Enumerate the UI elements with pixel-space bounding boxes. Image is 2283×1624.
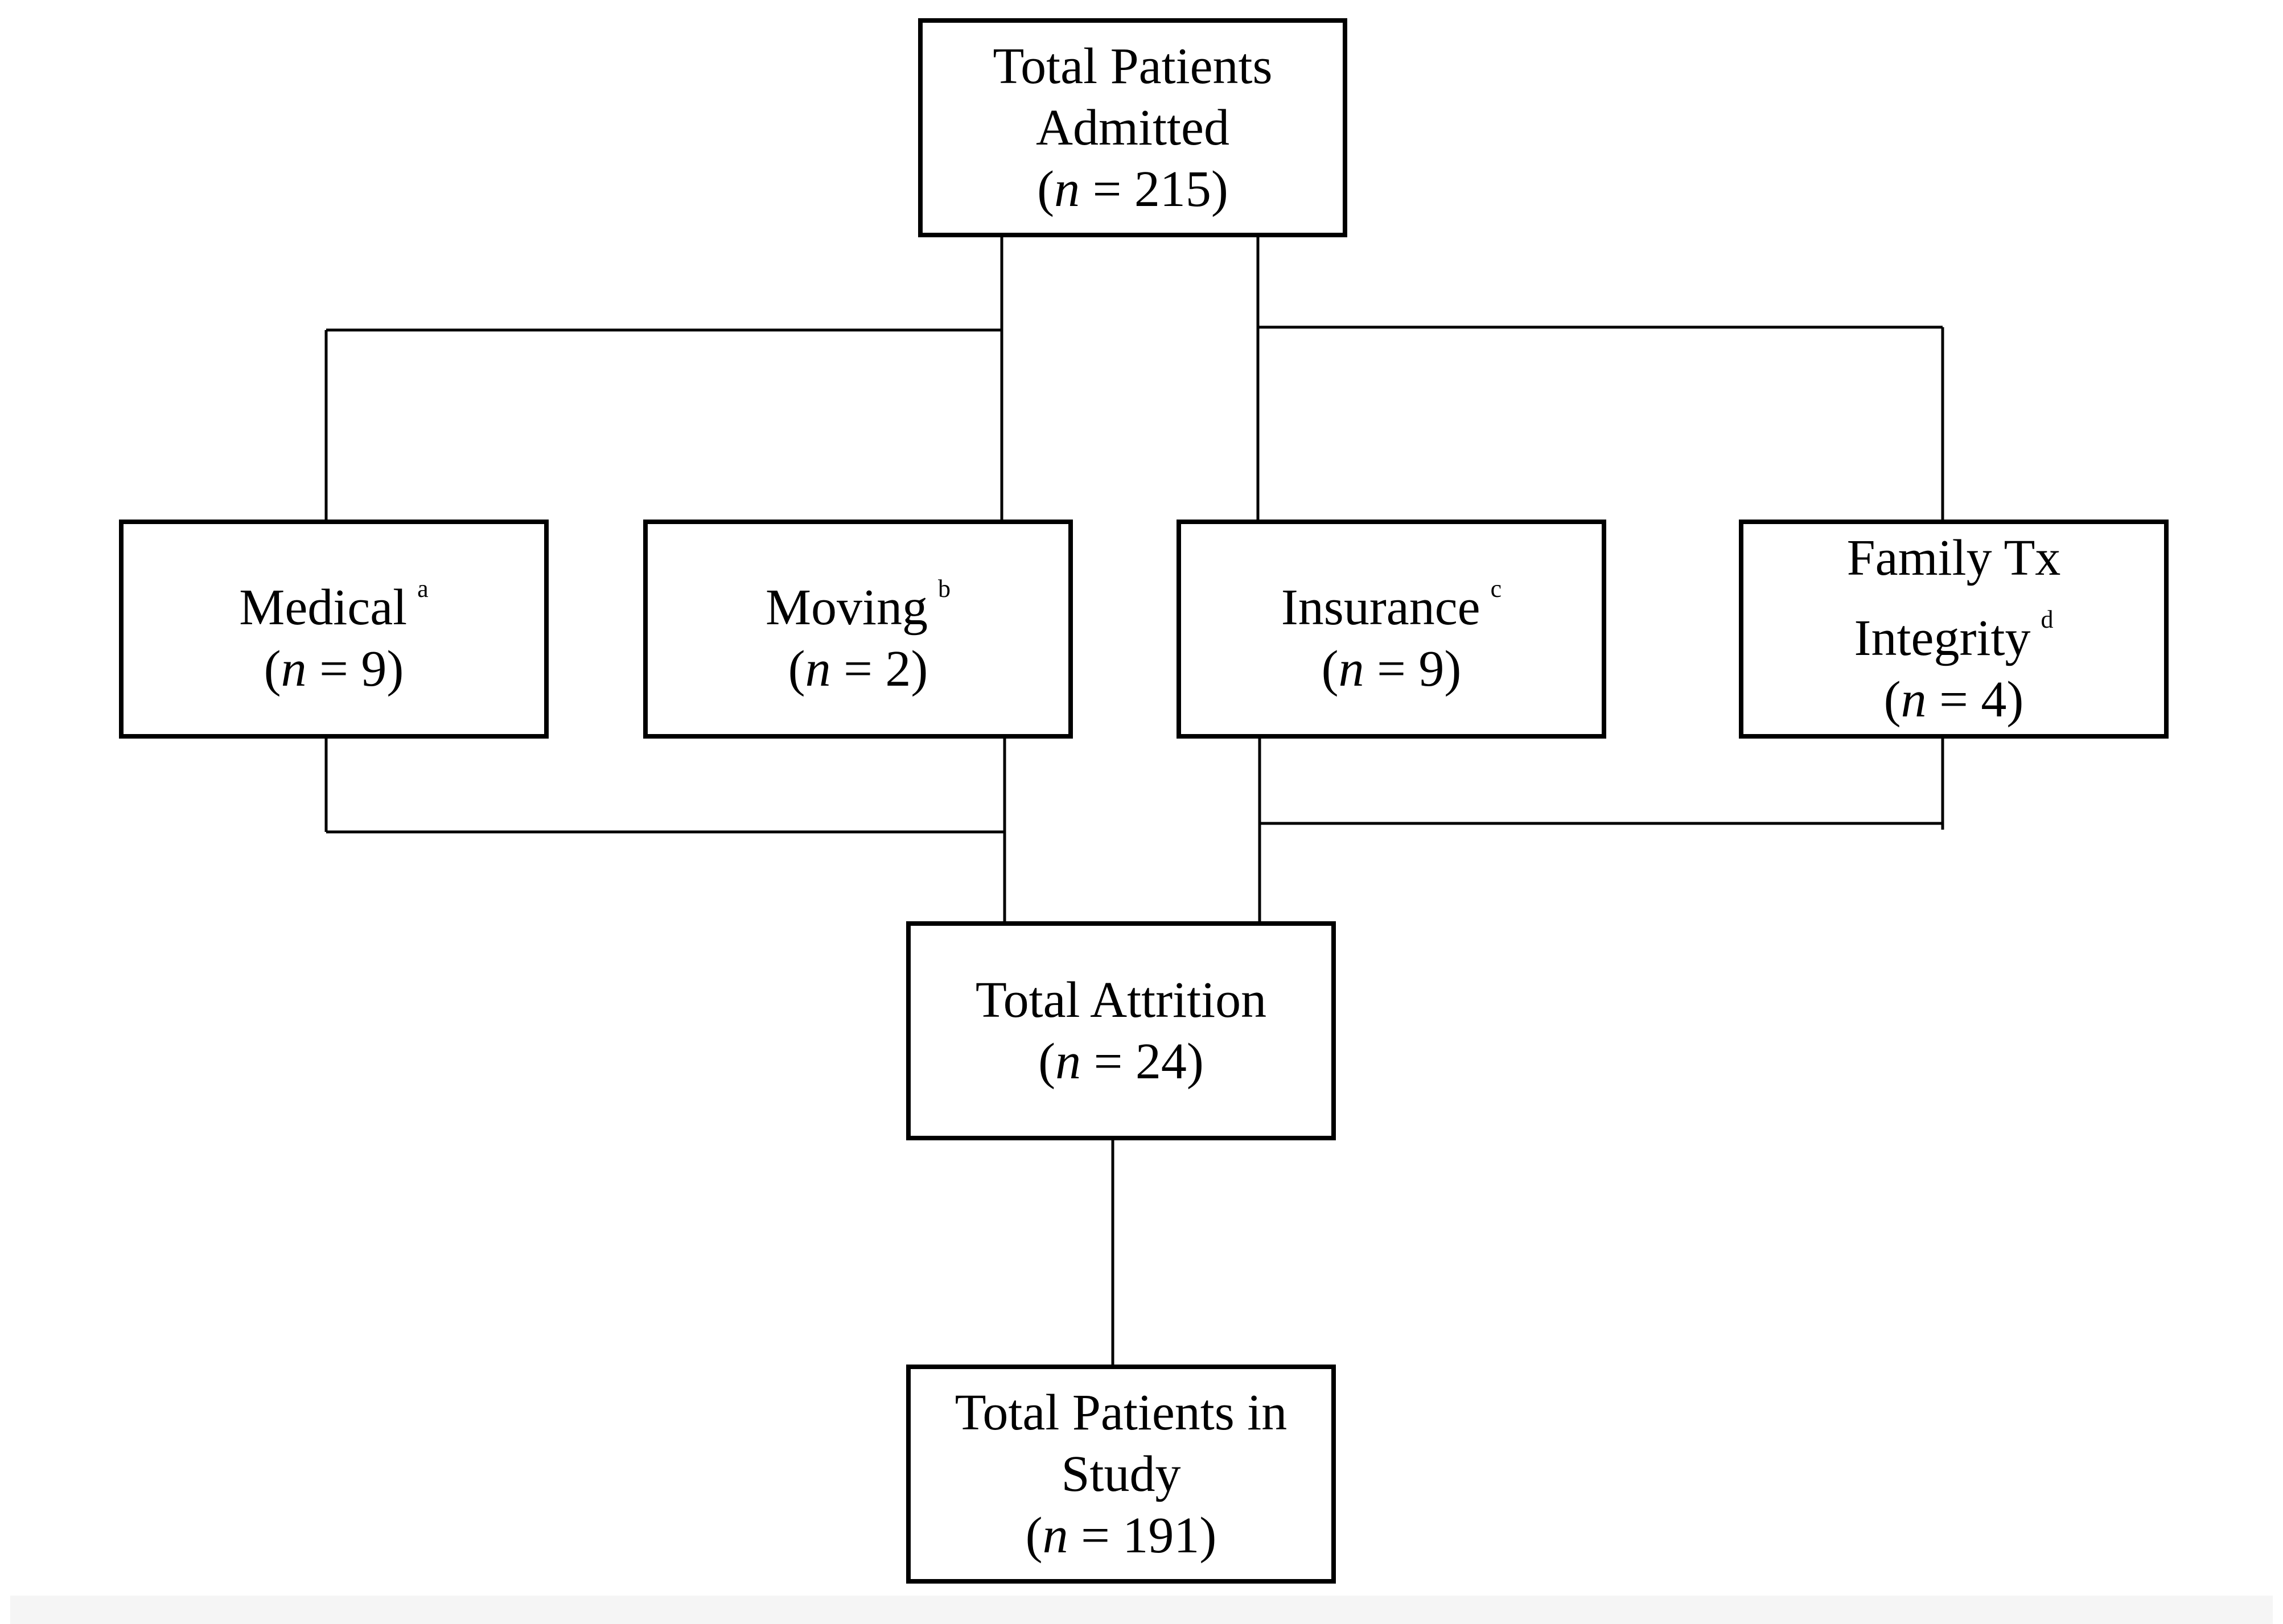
bottom-strip bbox=[10, 1596, 2273, 1624]
node-total-admitted-title-line2: Admitted bbox=[1036, 99, 1229, 156]
footnote-d-marker: d bbox=[2041, 605, 2054, 633]
node-medical-count: (n = 9) bbox=[264, 641, 404, 697]
node-insurance-count: (n = 9) bbox=[1321, 641, 1462, 697]
node-total-in-study: Total Patients in Study (n = 191) bbox=[906, 1365, 1336, 1584]
node-total-admitted: Total Patients Admitted (n = 215) bbox=[918, 18, 1347, 237]
node-total-admitted-count: (n = 215) bbox=[1037, 160, 1228, 217]
node-family-count: (n = 4) bbox=[1883, 671, 2024, 728]
node-total-attrition-count: (n = 24) bbox=[1038, 1033, 1204, 1090]
node-total-in-study-title-line1: Total Patients in bbox=[955, 1384, 1287, 1441]
node-family-title-line1: Family Tx bbox=[1846, 530, 2061, 586]
node-moving-count: (n = 2) bbox=[788, 641, 928, 697]
footnote-a-marker: a bbox=[417, 575, 429, 603]
node-total-admitted-title-line1: Total Patients bbox=[993, 38, 1273, 94]
node-total-in-study-title-line2: Study bbox=[1061, 1445, 1181, 1502]
footnote-c-marker: c bbox=[1490, 575, 1502, 603]
node-total-attrition-title: Total Attrition bbox=[975, 971, 1267, 1028]
node-total-attrition: Total Attrition (n = 24) bbox=[906, 921, 1336, 1140]
node-total-in-study-count: (n = 191) bbox=[1025, 1507, 1217, 1564]
footnote-b-marker: b bbox=[938, 575, 951, 603]
